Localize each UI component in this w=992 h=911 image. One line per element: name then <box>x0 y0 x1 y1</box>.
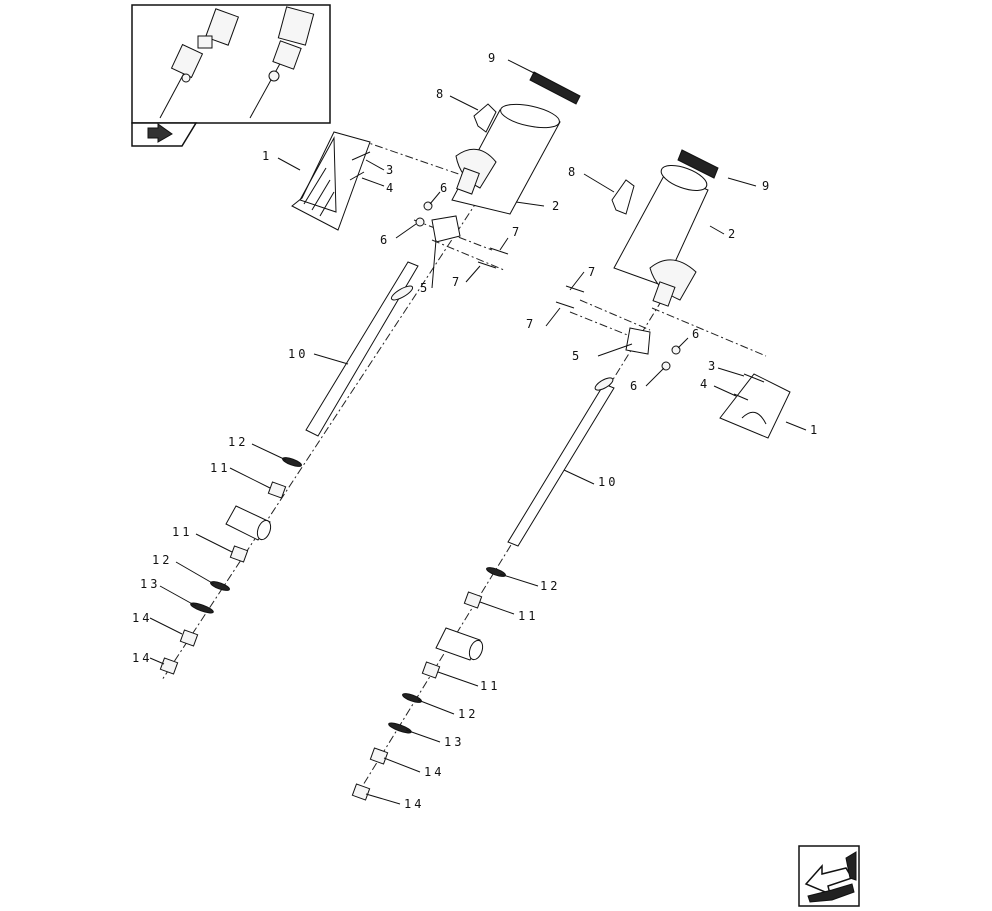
cap-right <box>677 149 719 179</box>
label-7a-left: 7 <box>512 225 522 239</box>
bracket-right <box>719 373 791 439</box>
motor-cylinder-right <box>613 165 709 307</box>
right-assembly: 8 9 2 7 7 5 6 6 3 4 1 10 12 11 11 12 13 … <box>351 149 820 811</box>
label-6b-right: 6 <box>630 379 640 393</box>
left-assembly: 1 9 8 2 3 4 6 6 5 7 7 10 12 11 11 12 13 … <box>132 51 581 681</box>
shaft-left <box>305 261 419 437</box>
label-5-right: 5 <box>572 349 582 363</box>
label-12a-left: 12 <box>228 435 248 449</box>
label-1-right: 1 <box>810 423 820 437</box>
label-7b-right: 7 <box>526 317 536 331</box>
label-14a-left: 14 <box>132 611 152 625</box>
bracket-left <box>291 131 371 231</box>
label-7a-right: 7 <box>588 265 598 279</box>
inset-assembly-right-icon <box>249 6 315 119</box>
label-13-right: 13 <box>444 735 464 749</box>
label-6b-left: 6 <box>380 233 390 247</box>
label-6a-right: 6 <box>692 327 702 341</box>
label-14a-right: 14 <box>424 765 444 779</box>
inset-thumbnail <box>131 4 331 147</box>
label-2-right: 2 <box>728 227 738 241</box>
label-4-right: 4 <box>700 377 710 391</box>
label-6a-left: 6 <box>440 181 450 195</box>
label-7b-left: 7 <box>452 275 462 289</box>
label-10-right: 10 <box>598 475 618 489</box>
back-arrow-icon[interactable] <box>798 845 860 907</box>
label-9-left: 9 <box>488 51 498 65</box>
label-9-right: 9 <box>762 179 772 193</box>
label-5-left: 5 <box>420 281 430 295</box>
book-arrow-icon <box>147 123 173 143</box>
label-12b-left: 12 <box>152 553 172 567</box>
clip-left <box>473 103 497 133</box>
block-right <box>625 327 651 355</box>
motor-cylinder-left <box>451 103 561 215</box>
label-13-left: 13 <box>140 577 160 591</box>
label-11b-right: 11 <box>480 679 500 693</box>
label-14b-right: 14 <box>404 797 424 811</box>
label-11b-left: 11 <box>172 525 192 539</box>
clip-right <box>611 179 635 215</box>
label-11a-right: 11 <box>518 609 538 623</box>
label-11a-left: 11 <box>210 461 230 475</box>
label-3-left: 3 <box>386 163 396 177</box>
label-8-right: 8 <box>568 165 578 179</box>
label-3-right: 3 <box>708 359 718 373</box>
cap-left <box>529 71 581 105</box>
block-left <box>431 215 461 243</box>
label-1-left: 1 <box>262 149 272 163</box>
label-10-left: 10 <box>288 347 308 361</box>
shaft-right <box>507 377 615 547</box>
label-12b-right: 12 <box>458 707 478 721</box>
label-14b-left: 14 <box>132 651 152 665</box>
label-2-left: 2 <box>552 199 562 213</box>
label-8-left: 8 <box>436 87 446 101</box>
inset-assembly-left-icon <box>159 8 240 119</box>
label-4-left: 4 <box>386 181 396 195</box>
label-12a-right: 12 <box>540 579 560 593</box>
